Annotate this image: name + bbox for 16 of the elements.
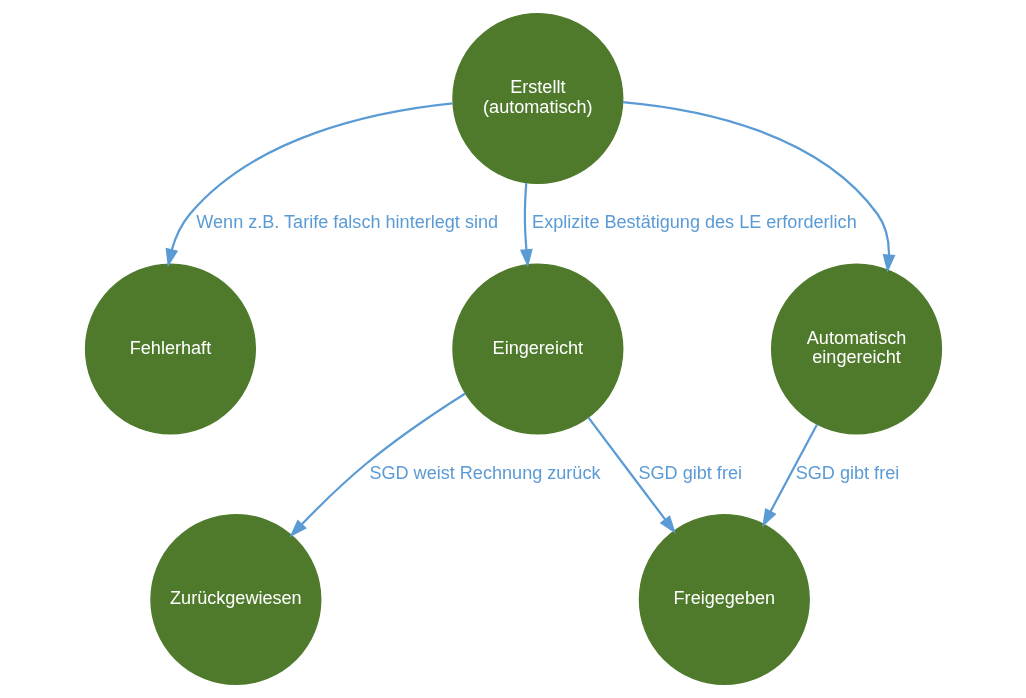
arrow (289, 392, 466, 538)
edge-label: Wenn z.B. Tarife falsch hinterlegt sind (195, 212, 498, 233)
node-circle: Automatisch eingereicht (770, 263, 942, 435)
arrow (165, 102, 453, 268)
edge-label: Explizite Bestätigung des LE erforderlich (531, 212, 857, 233)
arrow (761, 424, 818, 528)
node-circle: Eingereicht (451, 263, 623, 435)
edge-label: SGD weist Rechnung zurück (368, 462, 601, 483)
node-circle: Zurückgewiesen (149, 513, 321, 686)
arrow (586, 416, 676, 534)
arrow (622, 100, 895, 273)
node-circle: Erstellt (automatisch) (451, 12, 623, 185)
arrow (519, 182, 533, 268)
edge-label: SGD gibt frei (795, 462, 899, 483)
edge-label: SGD gibt frei (638, 462, 742, 483)
node-circle: Fehlerhaft (84, 263, 256, 435)
